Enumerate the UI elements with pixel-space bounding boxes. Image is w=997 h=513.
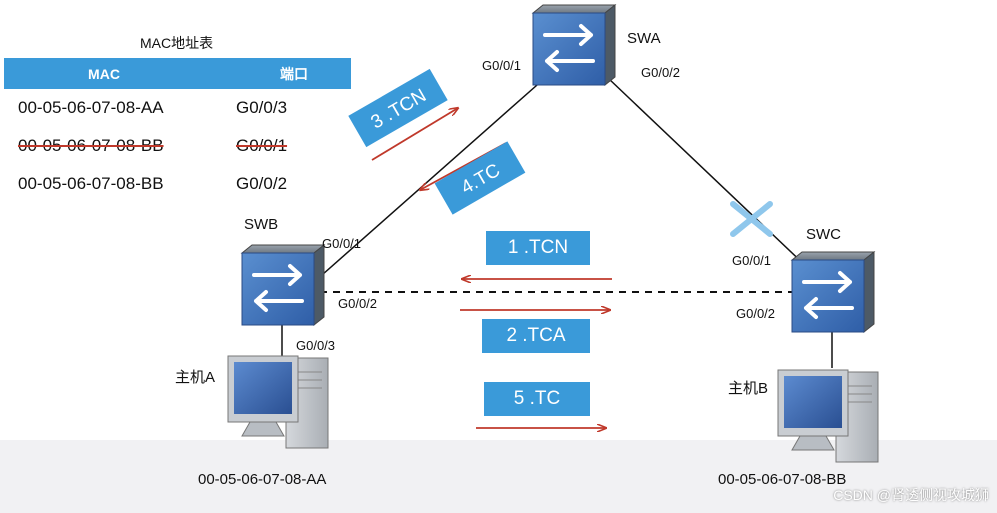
- table-row-struck: 00-05-06-07-08-BB G0/0/1: [4, 127, 351, 165]
- swc-port-g002: G0/0/2: [736, 306, 776, 321]
- tag-tc-4: 4.TC: [434, 141, 526, 215]
- watermark: CSDN @肾透侧视攻城狮: [833, 487, 989, 503]
- table-row: 00-05-06-07-08-BB G0/0/2: [4, 165, 351, 203]
- host-b-name: 主机B: [728, 380, 769, 397]
- switch-swa-icon: [531, 3, 617, 87]
- cell-port: G0/0/2: [236, 174, 288, 193]
- table-row: 00-05-06-07-08-AA G0/0/3: [4, 89, 351, 127]
- tag-tca-2: 2 .TCA: [482, 319, 590, 353]
- cell-mac: 00-05-06-07-08-BB: [18, 174, 164, 193]
- cell-mac: 00-05-06-07-08-AA: [18, 98, 164, 117]
- header-port: 端口: [280, 65, 308, 82]
- blocked-port-x-icon: [730, 201, 773, 237]
- tag-tc-5: 5 .TC: [484, 382, 590, 416]
- swa-port-g001: G0/0/1: [482, 58, 522, 73]
- host-a-computer-icon: [227, 355, 329, 449]
- switch-swb-icon: [240, 243, 326, 327]
- swb-port-g003: G0/0/3: [296, 338, 336, 353]
- host-b-mac: 00-05-06-07-08-BB: [718, 471, 847, 488]
- swa-port-g002: G0/0/2: [641, 65, 681, 80]
- host-a-mac: 00-05-06-07-08-AA: [198, 471, 327, 488]
- mac-table: MAC 端口 00-05-06-07-08-AA G0/0/3 00-05-06…: [4, 58, 351, 203]
- link-swa-swc: [607, 77, 811, 271]
- swb-port-g002: G0/0/2: [338, 296, 378, 311]
- mac-table-title: MAC地址表: [140, 35, 214, 51]
- tag-tcn-3: 3 .TCN: [348, 68, 448, 148]
- mac-table-header: MAC 端口: [4, 58, 351, 89]
- bottom-band: [0, 440, 997, 513]
- arrow-tcn-3: [371, 108, 458, 161]
- header-mac: MAC: [88, 65, 120, 82]
- host-a-name: 主机A: [175, 369, 216, 386]
- swc-port-g001: G0/0/1: [732, 253, 772, 268]
- cell-port: G0/0/3: [236, 98, 288, 117]
- swa-name: SWA: [627, 30, 661, 47]
- tag-tcn-1: 1 .TCN: [486, 231, 590, 265]
- switch-swc-icon: [790, 250, 876, 334]
- swc-name: SWC: [806, 226, 841, 243]
- host-b-computer-icon: [777, 369, 879, 463]
- cell-mac: 00-05-06-07-08-BB: [18, 136, 164, 155]
- cell-port: G0/0/1: [236, 136, 288, 155]
- swb-name: SWB: [244, 216, 279, 233]
- swb-port-g001: G0/0/1: [322, 236, 362, 251]
